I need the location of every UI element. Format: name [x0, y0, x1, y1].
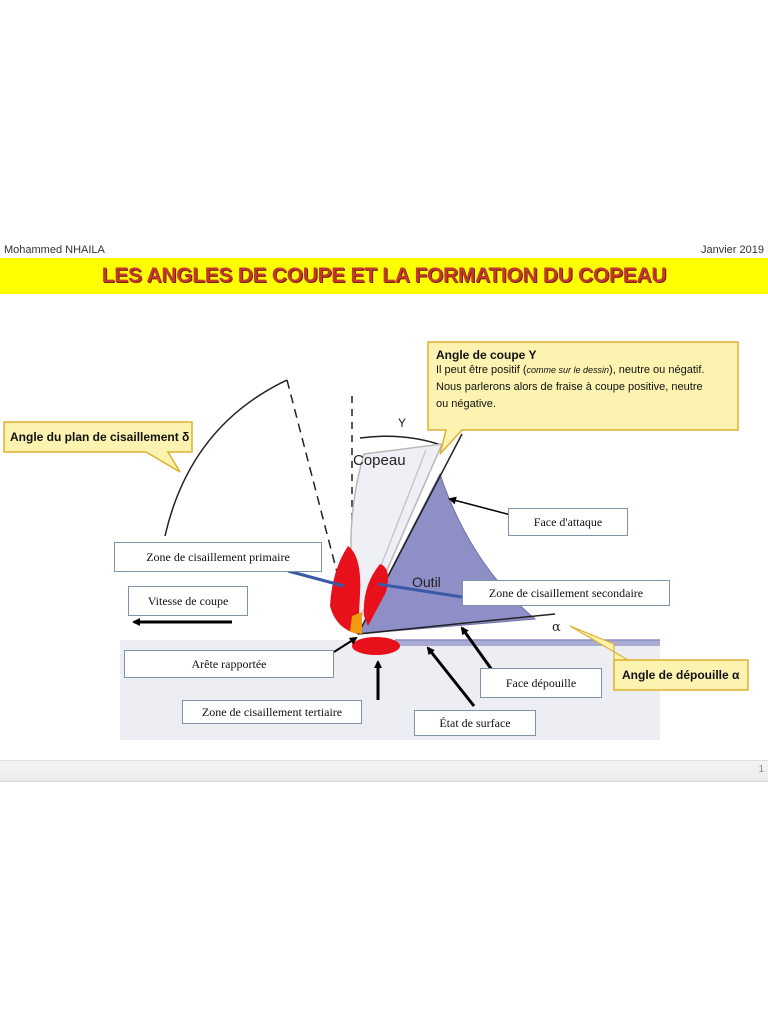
page-number: 1	[758, 764, 764, 775]
cutting-speed-label: Vitesse de coupe	[128, 586, 248, 616]
shear-angle-callout-bubble	[3, 421, 193, 473]
rake-angle-callout-bubble	[427, 341, 739, 455]
surface-finish-arrow	[426, 646, 476, 707]
primary-shear-zone	[330, 546, 361, 634]
document-date: Janvier 2019	[701, 244, 764, 256]
alpha-symbol: α	[552, 620, 561, 635]
secondary-shear-indicator	[377, 582, 463, 599]
author-name: Mohammed NHAILA	[4, 244, 105, 256]
tool-flank-face	[357, 613, 556, 635]
tertiary-shear-zone-label: Zone de cisaillement tertiaire	[182, 700, 362, 724]
tertiary-shear-zone	[352, 637, 400, 655]
built-up-edge-label: Arête rapportée	[124, 650, 334, 678]
tool-label: Outil	[412, 574, 441, 590]
slide-footer-bar	[0, 760, 768, 782]
shear-plane-angle-callout: Angle du plan de cisaillement δ	[10, 430, 190, 444]
primary-shear-indicator	[287, 569, 345, 588]
cutting-diagram: Angle de coupe Y Il peut être positif (c…	[0, 294, 768, 758]
built-up-edge-zone	[350, 612, 362, 634]
rake-angle-description: Il peut être positif (comme sur le dessi…	[436, 364, 705, 410]
gamma-symbol: Y	[398, 416, 407, 430]
built-up-edge-arrow	[333, 636, 358, 653]
rake-angle-arc	[359, 435, 445, 447]
title-banner: LES ANGLES DE COUPE ET LA FORMATION DU C…	[0, 258, 768, 294]
secondary-shear-zone	[363, 564, 388, 626]
flank-face-arrow	[460, 626, 494, 671]
chip-label: Copeau	[353, 452, 406, 469]
rake-face-label: Face d'attaque	[508, 508, 628, 536]
shear-angle-arc	[164, 379, 288, 537]
surface-finish-label: État de surface	[414, 710, 536, 736]
flank-surface-band	[395, 640, 660, 646]
page-title: LES ANGLES DE COUPE ET LA FORMATION DU C…	[101, 264, 667, 287]
clearance-angle-callout: Angle de dépouille α	[622, 668, 740, 682]
clearance-angle-callout-body	[613, 659, 749, 691]
secondary-shear-zone-label: Zone de cisaillement secondaire	[462, 580, 670, 606]
primary-shear-zone-label: Zone de cisaillement primaire	[114, 542, 322, 572]
diagram-drawing	[3, 341, 749, 740]
flank-face-label: Face dépouille	[480, 668, 602, 698]
rake-angle-callout: Angle de coupe Y Il peut être positif (c…	[436, 348, 734, 413]
rake-angle-title: Angle de coupe Y	[436, 348, 537, 362]
